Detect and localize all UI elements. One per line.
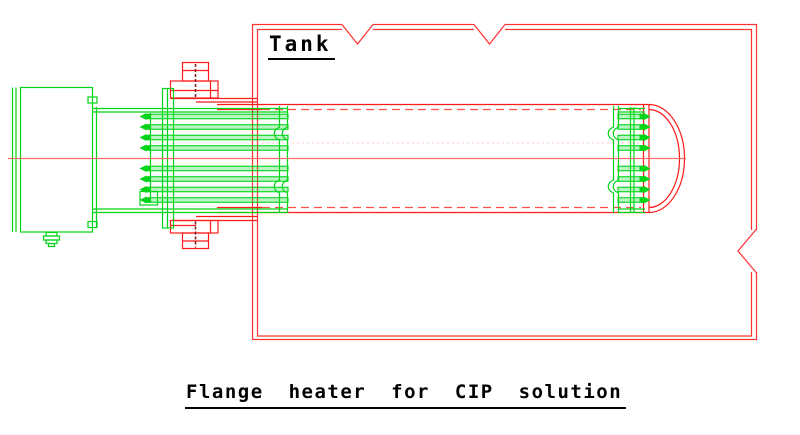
bundle-break-line	[281, 106, 289, 213]
heating-element-row	[139, 165, 289, 172]
heating-element-row	[139, 175, 289, 183]
element-bundle-left	[139, 106, 289, 213]
tank-right-break-notch	[737, 228, 757, 274]
mounting-nozzle	[169, 61, 258, 250]
drawing-caption: Flange heater for CIP solution	[185, 381, 627, 409]
tank-outline	[251, 21, 760, 341]
element-end-row	[617, 186, 651, 193]
heating-element-row	[139, 113, 289, 120]
element-end-row	[617, 123, 651, 131]
tie-rod-ends	[618, 107, 645, 214]
mounting-bracket	[87, 96, 98, 104]
bundle-break-line	[612, 106, 620, 213]
bundle-break-line	[273, 106, 281, 213]
heating-element-row	[139, 196, 289, 204]
tank-top-break-notch	[473, 24, 506, 45]
heating-element-row	[139, 134, 289, 141]
junction-box	[11, 86, 288, 248]
thermostat-pocket	[139, 190, 159, 206]
heating-element-row	[139, 186, 289, 193]
element-end-row	[617, 165, 651, 172]
notch-mask	[749, 230, 760, 272]
notch-mask	[474, 21, 505, 32]
bundle-break-line	[607, 106, 615, 213]
mounting-bracket	[87, 220, 98, 229]
heating-element-row	[139, 123, 289, 131]
element-bundle-right	[607, 106, 651, 214]
element-end-row	[617, 196, 651, 204]
element-end-row	[617, 134, 651, 141]
cable-gland	[42, 231, 61, 248]
tank-top-break-notch	[341, 24, 374, 45]
tank-wall-inner	[256, 28, 753, 337]
tie-rods	[92, 107, 288, 214]
element-end-row	[617, 144, 651, 152]
junction-box-body	[19, 86, 94, 233]
element-end-row	[617, 175, 651, 183]
heating-element-row	[139, 144, 289, 152]
tank-label: Tank	[268, 32, 335, 60]
notch-mask	[342, 21, 373, 32]
element-end-row	[617, 113, 651, 120]
